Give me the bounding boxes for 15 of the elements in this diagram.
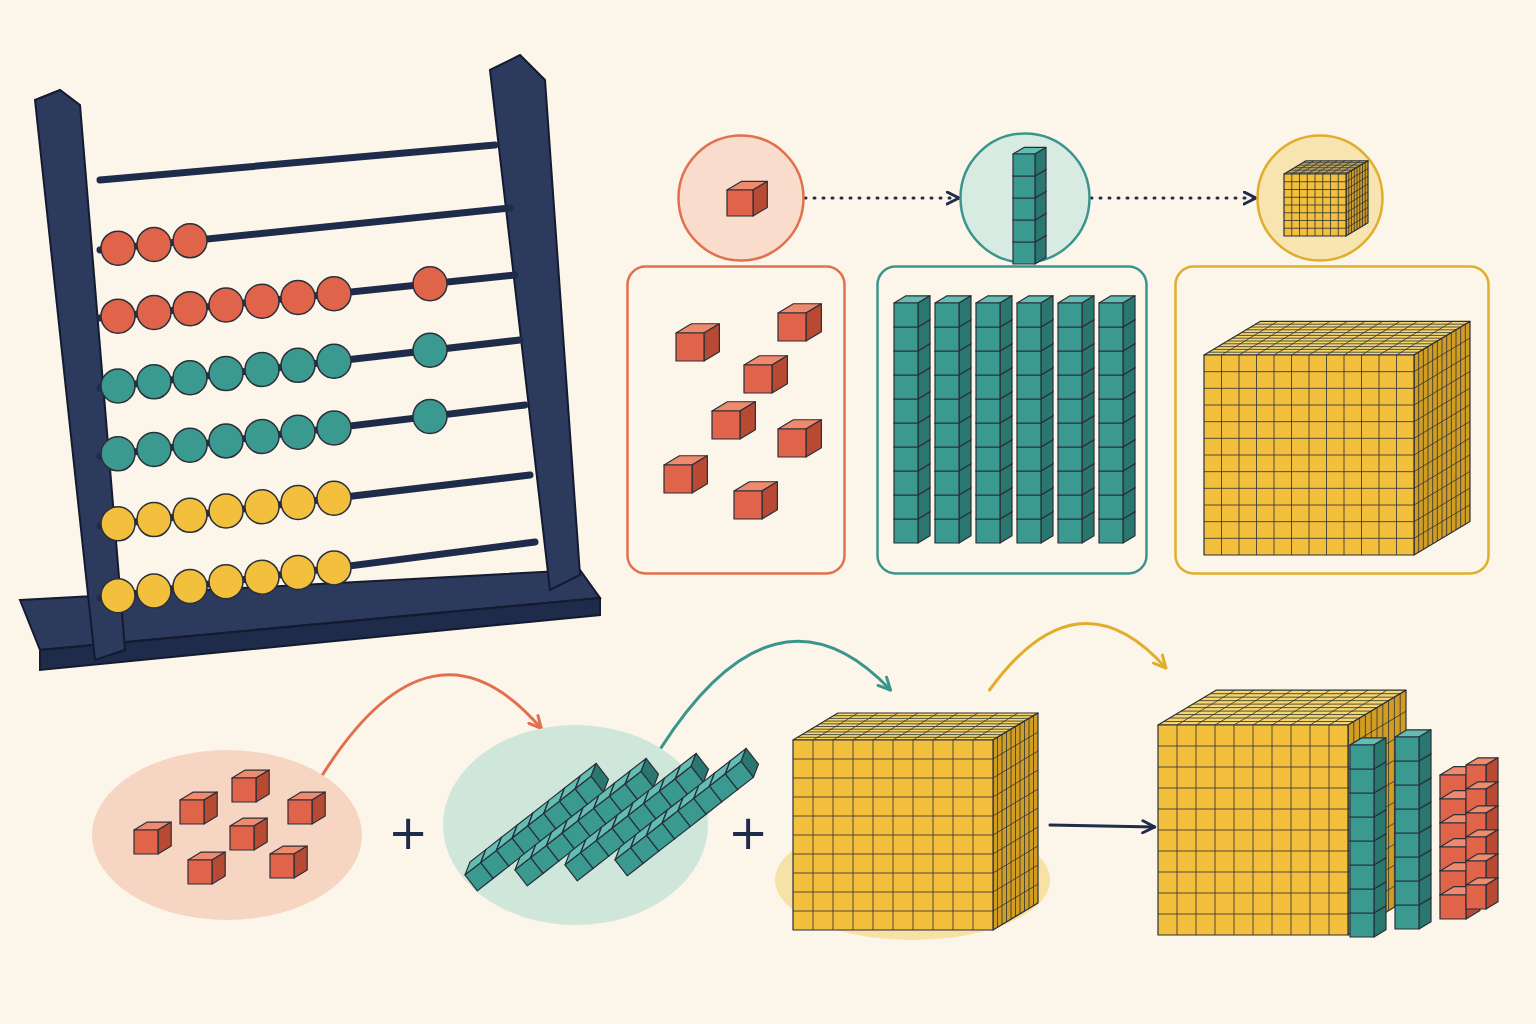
plus-sign: + — [728, 808, 769, 856]
box-frame — [1174, 265, 1490, 575]
ellipse-panel — [92, 750, 362, 920]
dotted-arrow — [1089, 190, 1258, 206]
circle-frame — [1256, 134, 1384, 262]
box-frame — [876, 265, 1148, 575]
curved-arrow — [320, 673, 543, 777]
circle-frame — [959, 132, 1091, 264]
plus-sign: + — [388, 808, 429, 856]
box-frame — [626, 265, 846, 575]
arrow — [1048, 819, 1157, 835]
circle-frame — [677, 134, 805, 262]
curved-arrow — [659, 639, 892, 750]
dotted-arrow — [803, 190, 961, 206]
curved-arrow — [988, 622, 1168, 692]
